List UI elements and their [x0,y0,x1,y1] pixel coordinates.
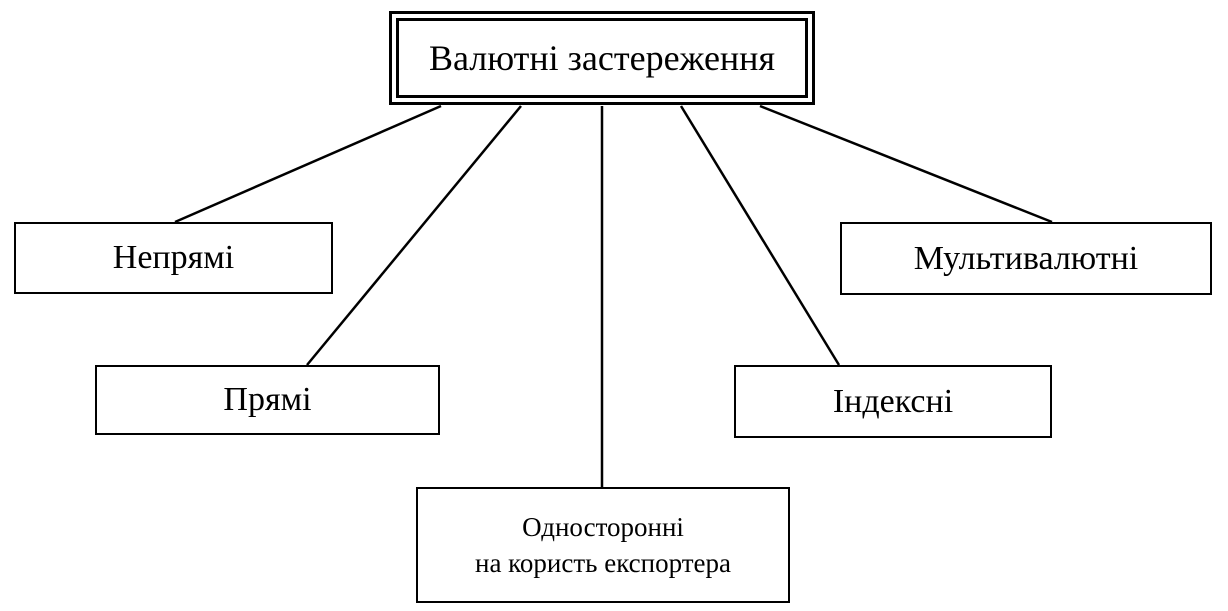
node-neprami: Непрямі [14,222,333,294]
root-node-label: Валютні застереження [396,18,808,98]
node-odnostoronni: Односторонні на користь експортера [416,487,790,603]
connector-indeksni [679,105,841,366]
root-node: Валютні застереження [389,11,815,105]
node-odnostoronni-line-2: на користь експортера [475,548,731,578]
node-indeksni: Індексні [734,365,1052,438]
connector-neprami [174,104,442,224]
node-prami: Прямі [95,365,440,435]
connector-multivalutni [759,104,1053,224]
node-multivalutni: Мультивалютні [840,222,1212,295]
node-odnostoronni-line-1: Односторонні [522,511,684,542]
connector-prami [306,105,522,366]
